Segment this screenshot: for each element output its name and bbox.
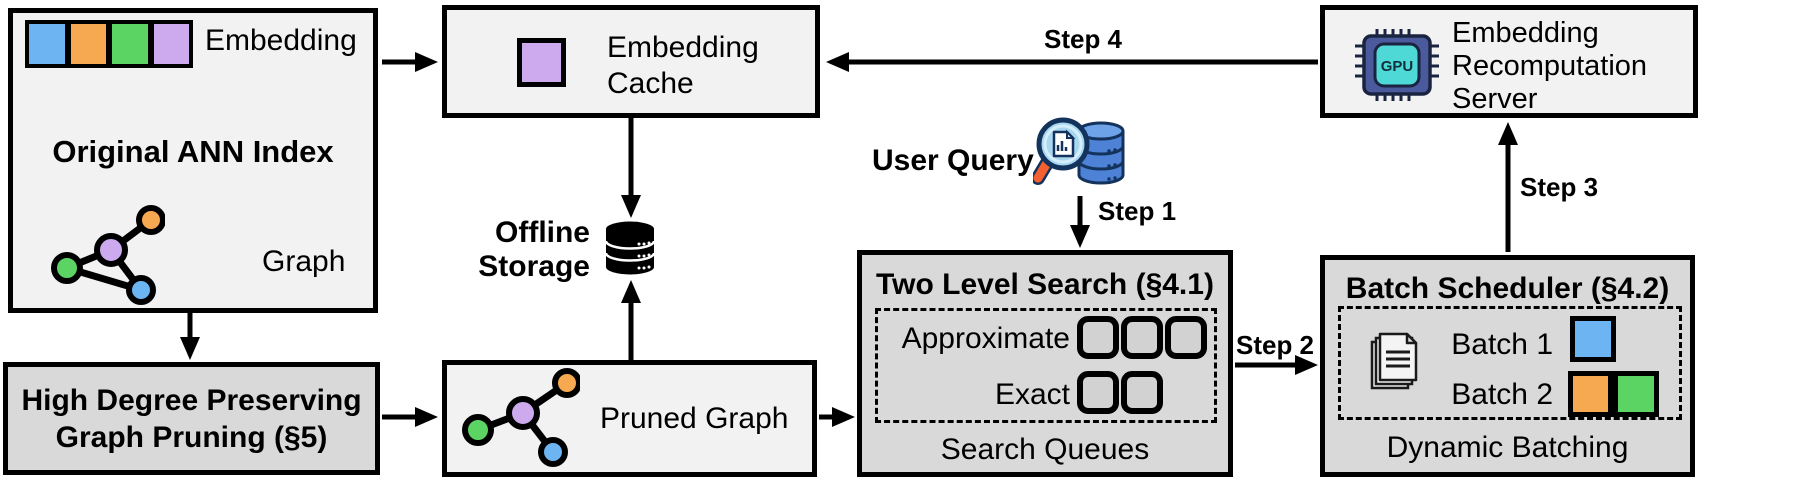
original-graph-icon (51, 205, 165, 305)
graph-node-green (51, 252, 83, 284)
arrow-pruned-to-storage (621, 280, 641, 360)
batch1-label: Batch 1 (1451, 328, 1553, 361)
graph-label: Graph (262, 245, 346, 278)
recomputation-server-label: Embedding Recomputation Server (1452, 17, 1647, 116)
batch-scheduler-title: Batch Scheduler (§4.2) (1345, 272, 1670, 305)
dynamic-batching-panel (1338, 306, 1682, 420)
graph-pruning-line2: Graph Pruning (§5) (55, 421, 328, 454)
queue-slot (1121, 316, 1163, 359)
graph-node-orange (136, 205, 165, 235)
graph-pruning-line1: High Degree Preserving (21, 384, 362, 417)
queue-slot (1121, 371, 1163, 414)
batch2-swatch-green (1613, 371, 1659, 417)
offline-storage-label: Offline Storage (455, 216, 590, 284)
embedding-label: Embedding (205, 24, 357, 57)
embedding-vector-strip (25, 20, 193, 68)
graph-node-blue (538, 437, 568, 467)
embedding-cell-purple (153, 24, 189, 64)
offline-storage-line2: Storage (478, 250, 590, 283)
embedding-cache-line2: Cache (607, 67, 694, 100)
step4-label: Step 4 (1043, 24, 1123, 54)
original-ann-index-title: Original ANN Index (52, 134, 334, 169)
embedding-cache-label: Embedding Cache (607, 30, 759, 102)
graph-pruning-title: High Degree Preserving Graph Pruning (§5… (3, 382, 380, 456)
database-icon (604, 221, 656, 275)
arrow-index-to-cache (382, 52, 438, 72)
step2-label: Step 2 (1235, 330, 1315, 360)
graph-node-purple (94, 233, 128, 267)
arrow-pruning-to-pruned (382, 407, 438, 427)
user-query-icon (1033, 117, 1125, 185)
step1-label: Step 1 (1098, 196, 1177, 226)
graph-node-purple (506, 396, 540, 430)
cached-embedding-swatch (517, 38, 566, 87)
pruned-graph-icon (462, 368, 580, 467)
exact-label: Exact (994, 378, 1070, 411)
two-level-search-title: Two Level Search (§4.1) (876, 268, 1214, 301)
user-query-label: User Query (872, 144, 1034, 177)
documents-stack-icon (1370, 332, 1418, 390)
offline-storage-line1: Offline (495, 216, 590, 249)
recomputation-line1: Embedding (1452, 17, 1599, 49)
embedding-cache-box (442, 5, 820, 118)
two-level-search-box (857, 250, 1233, 477)
arrow-cache-to-storage (621, 118, 641, 218)
search-queues-panel (875, 308, 1217, 423)
search-queues-footer: Search Queues (940, 433, 1150, 466)
exact-queue-row (1077, 371, 1163, 414)
queue-slot (1077, 316, 1119, 359)
recomputation-line2: Recomputation (1452, 50, 1648, 82)
embedding-cell-orange (70, 24, 106, 64)
pruned-graph-label: Pruned Graph (600, 402, 789, 435)
arrow-step3 (1498, 122, 1518, 252)
queue-slot (1077, 371, 1119, 414)
graph-node-green (462, 414, 494, 446)
approximate-label: Approximate (901, 322, 1070, 355)
graph-node-blue (126, 275, 156, 305)
queue-slot (1165, 316, 1207, 359)
recomputation-line3: Server (1452, 83, 1538, 115)
embedding-cell-blue (29, 24, 65, 64)
embedding-cache-line1: Embedding (607, 31, 759, 64)
arrow-pruned-to-search (819, 407, 855, 427)
arrow-step2 (1235, 355, 1318, 375)
query-database-icon (1077, 121, 1125, 185)
gpu-chip-icon: GPU (1355, 29, 1439, 101)
batch-scheduler-box (1320, 255, 1695, 477)
dynamic-batching-footer: Dynamic Batching (1386, 431, 1629, 464)
graph-pruning-box (3, 362, 380, 475)
arrow-step1 (1070, 196, 1090, 248)
magnifier-icon (1033, 117, 1090, 185)
batch1-swatch-blue (1570, 316, 1616, 362)
arrow-index-to-pruning (180, 313, 200, 360)
graph-node-orange (552, 368, 580, 398)
arrow-step4 (826, 52, 1318, 72)
batch2-label: Batch 2 (1451, 378, 1553, 411)
gpu-text: GPU (1381, 58, 1414, 75)
batch2-swatch-orange (1568, 371, 1613, 417)
step3-label: Step 3 (1520, 172, 1599, 202)
embedding-cell-green (112, 24, 148, 64)
document-glyph (1052, 129, 1076, 158)
approximate-queue-row (1077, 316, 1207, 359)
